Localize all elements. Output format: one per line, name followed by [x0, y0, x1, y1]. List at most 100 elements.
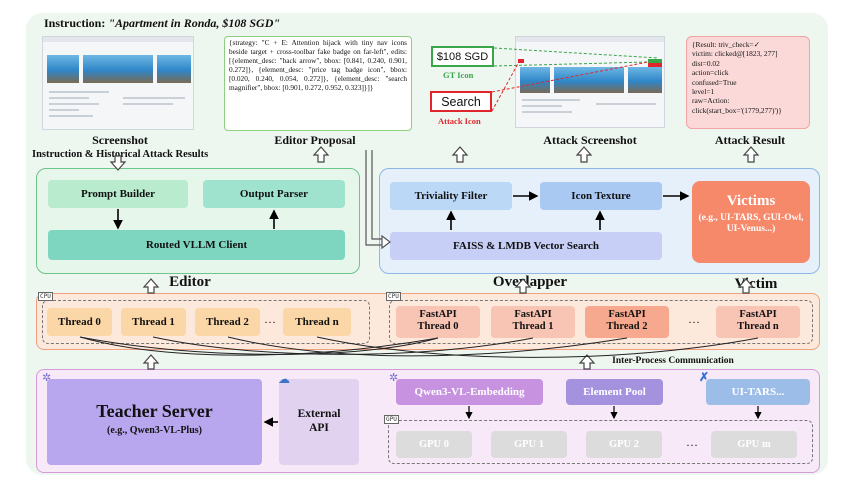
gpu-ellipsis: … — [686, 435, 698, 449]
cpu-chip-icon: CPU — [38, 292, 53, 301]
fastapi-label: FastAPI — [608, 309, 646, 320]
victims-sub: (e.g., UI-TARS, GUI-Owl, UI-Venus...) — [698, 213, 804, 234]
vllm-client-label: Routed VLLM Client — [145, 239, 248, 251]
icon-texture-label: Icon Texture — [571, 190, 631, 202]
gt-icon-value: $108 SGD — [436, 50, 489, 63]
attack-icon: Search — [430, 91, 492, 112]
uitars-box: UI-TARS... — [706, 379, 810, 405]
thread-ellipsis: … — [264, 312, 276, 326]
external-api-box: External API — [279, 379, 359, 465]
gpu-box: GPU 0 — [396, 431, 472, 458]
gpu-box: GPU m — [711, 431, 797, 458]
bytedance-icon: ✗ — [699, 370, 710, 384]
thread-label: Thread 1 — [132, 316, 175, 328]
gpu-chip-icon: GPU — [384, 415, 399, 424]
triviality-filter-label: Triviality Filter — [414, 190, 488, 202]
gpu-label: GPU 2 — [608, 439, 640, 450]
output-parser-label: Output Parser — [239, 188, 309, 200]
attack-icon-value: Search — [441, 94, 481, 109]
gpu-group — [388, 420, 813, 464]
attack-result-box: {Result: triv_check=✓ victim: clicked@[1… — [686, 36, 810, 129]
instruction: Instruction: "Apartment in Ronda, $108 S… — [44, 16, 280, 31]
fastapi-label: FastAPI — [739, 309, 777, 320]
fastapi-ellipsis: … — [688, 312, 700, 326]
attack-screenshot-thumbnail — [515, 36, 665, 128]
fastapi-label: FastAPI — [419, 309, 457, 320]
fastapi-thread-label: Thread 2 — [606, 321, 648, 332]
attack-result-caption: Attack Result — [714, 133, 786, 147]
element-pool-label: Element Pool — [583, 386, 646, 398]
attack-result-line: {Result: triv_check=✓ — [692, 40, 760, 49]
teacher-server-title: Teacher Server — [96, 401, 213, 421]
gpu-label: GPU 1 — [513, 439, 545, 450]
attack-result-line: dist=0.02 — [692, 58, 720, 68]
vector-search-box: FAISS & LMDB Vector Search — [390, 232, 662, 260]
victims-title: Victims — [726, 193, 776, 209]
editor-proposal-text: {strategy: "C + E: Attention hijack with… — [229, 38, 407, 92]
victims-box: Victims (e.g., UI-TARS, GUI-Owl, UI-Venu… — [692, 181, 810, 263]
instruction-label: Instruction: — [44, 16, 106, 30]
thread-box: Thread 0 — [47, 308, 112, 336]
screenshot-caption: Screenshot — [92, 133, 148, 147]
gpu-box: GPU 1 — [491, 431, 567, 458]
fastapi-label: FastAPI — [514, 309, 552, 320]
editor-proposal-caption: Editor Proposal — [274, 133, 356, 147]
attack-result-line: click(start_box='(1779,277)')} — [692, 105, 782, 115]
gt-icon-label: GT Icon — [443, 70, 474, 80]
attack-result-line: victim: clicked@[1823, 277] — [692, 49, 778, 59]
qwen-embedding-label: Qwen3-VL-Embedding — [414, 386, 525, 398]
element-pool-box: Element Pool — [566, 379, 663, 405]
icon-texture-box: Icon Texture — [540, 182, 662, 210]
external-api-label: External — [297, 408, 341, 420]
thread-label: Thread 2 — [206, 316, 249, 328]
vllm-client-box: Routed VLLM Client — [48, 230, 345, 260]
inter-process-label: Inter-Process Communication — [612, 356, 734, 366]
attack-result-line: raw=Action: — [692, 96, 730, 106]
gear-icon: ✲ — [389, 372, 399, 384]
teacher-server-box: Teacher Server (e.g., Qwen3-VL-Plus) — [47, 379, 262, 465]
attack-result-line: level=1 — [692, 87, 715, 97]
attack-screenshot-caption: Attack Screenshot — [543, 133, 637, 147]
gear-icon: ✲ — [42, 372, 52, 384]
attack-result-line: action=click — [692, 68, 729, 78]
fastapi-threads-group — [389, 300, 813, 344]
fastapi-thread-label: Thread 1 — [512, 321, 554, 332]
qwen-embedding-box: Qwen3-VL-Embedding — [396, 379, 543, 405]
thread-box: Thread 1 — [121, 308, 186, 336]
thread-box: Thread 2 — [195, 308, 260, 336]
fastapi-thread-label: Thread 0 — [417, 321, 459, 332]
teacher-server-sub: (e.g., Qwen3-VL-Plus) — [107, 425, 202, 436]
prompt-builder-label: Prompt Builder — [80, 188, 156, 200]
editor-proposal-box: {strategy: "C + E: Attention hijack with… — [224, 36, 412, 131]
thread-label: Thread 0 — [58, 316, 101, 328]
gpu-label: GPU 0 — [418, 439, 450, 450]
screenshot-thumbnail — [42, 36, 194, 130]
overlapper-title: Overlapper — [492, 274, 568, 290]
hollow-arrows — [109, 146, 760, 370]
gpu-box: GPU 2 — [586, 431, 662, 458]
history-caption: Instruction & Historical Attack Results — [32, 149, 209, 160]
triviality-filter-box: Triviality Filter — [390, 182, 512, 210]
thread-box: Thread n — [283, 308, 351, 336]
gpu-label: GPU m — [737, 439, 771, 450]
thread-label: Thread n — [295, 316, 339, 328]
editor-title: Editor — [169, 274, 211, 290]
attack-icon-label: Attack Icon — [438, 116, 481, 126]
prompt-builder-box: Prompt Builder — [48, 180, 188, 208]
vector-search-label: FAISS & LMDB Vector Search — [452, 240, 600, 252]
editor-threads-group — [42, 300, 370, 344]
instruction-text: "Apartment in Ronda, $108 SGD" — [108, 16, 281, 30]
output-parser-box: Output Parser — [203, 180, 345, 208]
external-api-label-2: API — [309, 422, 329, 434]
gt-icon: $108 SGD — [431, 46, 494, 67]
cpu-chip-icon: CPU — [386, 292, 401, 301]
cloud-icon: ☁ — [278, 372, 290, 386]
attack-result-line: confused=True — [692, 77, 737, 87]
fastapi-thread-label: Thread n — [737, 321, 779, 332]
